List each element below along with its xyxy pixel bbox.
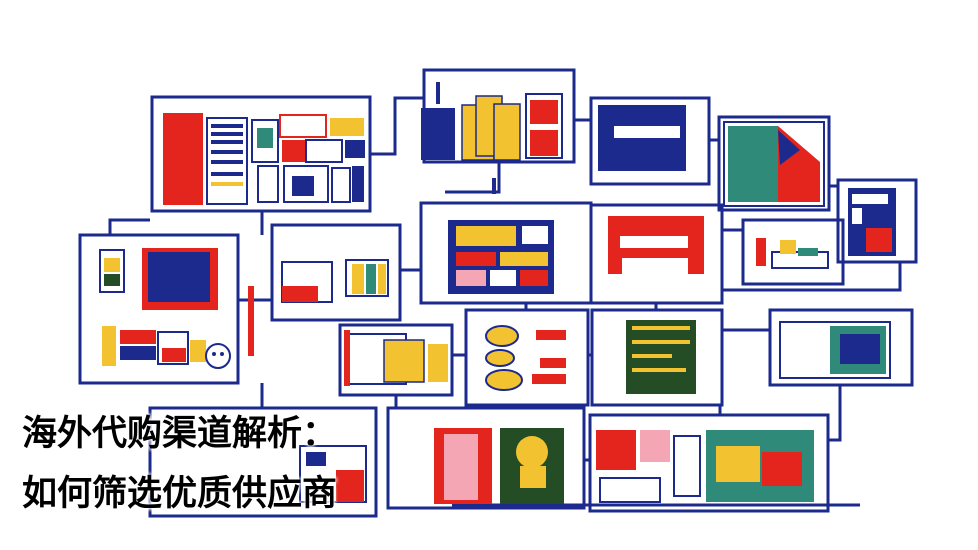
frame-bottom-center <box>386 406 586 510</box>
panel-teal-card <box>723 121 825 207</box>
panel-right-machine <box>756 238 829 269</box>
panel-far-right <box>848 188 896 256</box>
panel-bottom-right <box>596 430 814 503</box>
frame-right <box>741 218 845 286</box>
connector-lines <box>78 68 918 518</box>
panel-middle <box>344 330 448 386</box>
panel-left <box>99 248 254 369</box>
headline-line-1: 海外代购渠道解析： <box>22 414 338 454</box>
panel-top-left <box>163 113 365 205</box>
frame-bottom-right <box>588 413 830 513</box>
frame-center-left <box>270 223 402 322</box>
panel-bottom-left <box>299 445 367 503</box>
panel-middle-right-card <box>779 321 891 379</box>
panel-center-right <box>608 216 704 274</box>
panel-center-left <box>281 259 389 303</box>
panel-center-dashboard <box>448 220 554 294</box>
frame-top-right <box>717 115 831 212</box>
frame-left <box>78 233 240 385</box>
panel-middle-food <box>485 325 566 391</box>
panel-top-center <box>421 82 563 194</box>
headline-line-2: 如何筛选优质供应商 <box>22 474 338 514</box>
panel-brand-card <box>598 105 686 171</box>
headline: 海外代购渠道解析： 如何筛选优质供应商 <box>22 404 337 524</box>
frame-middle-2 <box>464 308 590 407</box>
panel-bottom-center <box>434 428 564 504</box>
panel-middle-green <box>626 320 696 394</box>
